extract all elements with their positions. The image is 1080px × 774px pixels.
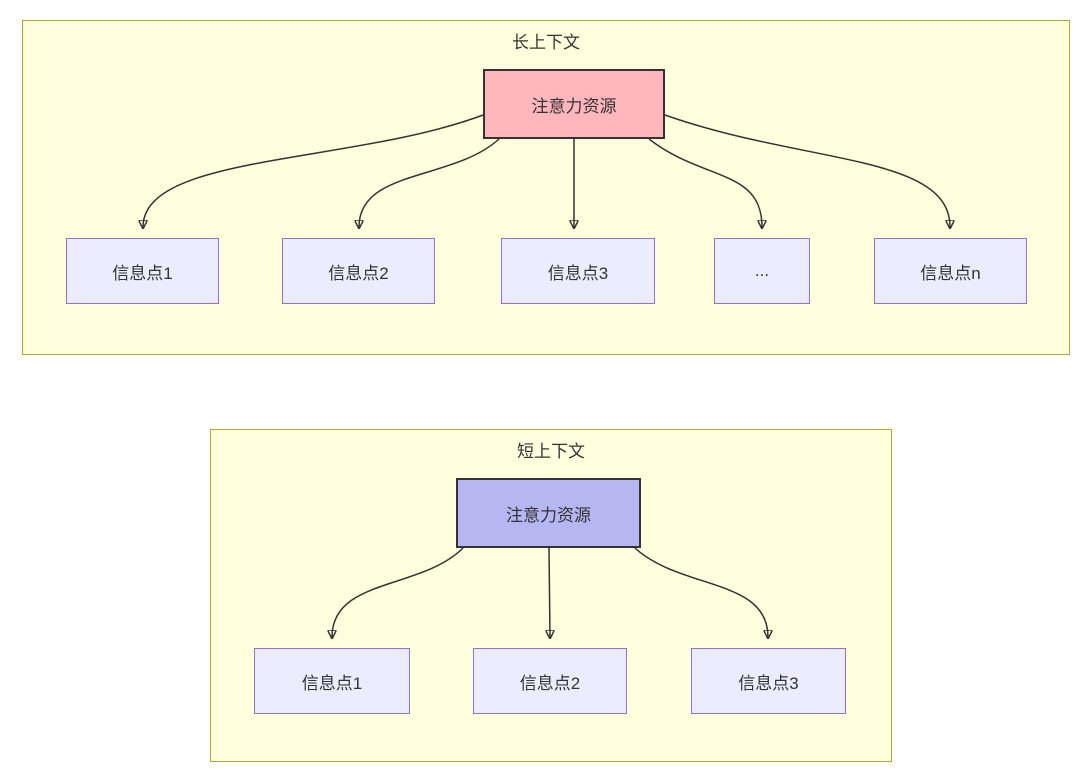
info-node-short-1: 信息点1 xyxy=(254,648,410,714)
info-node-long-2: 信息点2 xyxy=(282,238,435,304)
arrow-short-to-node-2 xyxy=(549,547,550,637)
arrow-short-to-node-1 xyxy=(332,547,464,637)
info-node-long-1: 信息点1 xyxy=(66,238,219,304)
arrow-long-to-node-1 xyxy=(143,114,484,227)
info-node-long-n: 信息点n xyxy=(874,238,1027,304)
info-node-short-1-label: 信息点1 xyxy=(301,673,363,693)
short-context-title: 短上下文 xyxy=(517,442,585,461)
arrow-long-to-node-4 xyxy=(648,138,762,227)
short-context-container: 短上下文 注意力资源 信息点1 信息点2 信息点3 xyxy=(210,429,892,762)
info-node-short-3-label: 信息点3 xyxy=(738,673,799,693)
info-node-long-2-label: 信息点2 xyxy=(328,263,389,283)
attention-resource-node-short: 注意力资源 xyxy=(456,478,641,548)
info-node-long-ellipsis-label: ... xyxy=(754,261,770,280)
info-node-long-3: 信息点3 xyxy=(501,238,655,304)
attention-resource-label-short: 注意力资源 xyxy=(506,505,591,525)
info-node-short-2: 信息点2 xyxy=(473,648,627,714)
info-node-long-ellipsis: ... xyxy=(714,238,810,304)
info-node-long-n-label: 信息点n xyxy=(920,263,981,283)
info-node-long-3-label: 信息点3 xyxy=(547,263,609,283)
arrow-long-to-node-2 xyxy=(359,138,500,227)
info-node-short-2-label: 信息点2 xyxy=(519,673,581,693)
long-context-container: 长上下文 注意力资源 信息点1 信息点2 信息点3 ... xyxy=(22,20,1070,355)
info-node-long-1-label: 信息点1 xyxy=(112,263,173,283)
attention-resource-node-long: 注意力资源 xyxy=(483,69,665,139)
arrow-short-to-node-3 xyxy=(634,547,768,637)
arrow-long-to-node-5 xyxy=(664,114,950,227)
attention-resource-label-long: 注意力资源 xyxy=(531,96,617,116)
long-context-title: 长上下文 xyxy=(512,33,580,52)
info-node-short-3: 信息点3 xyxy=(691,648,846,714)
